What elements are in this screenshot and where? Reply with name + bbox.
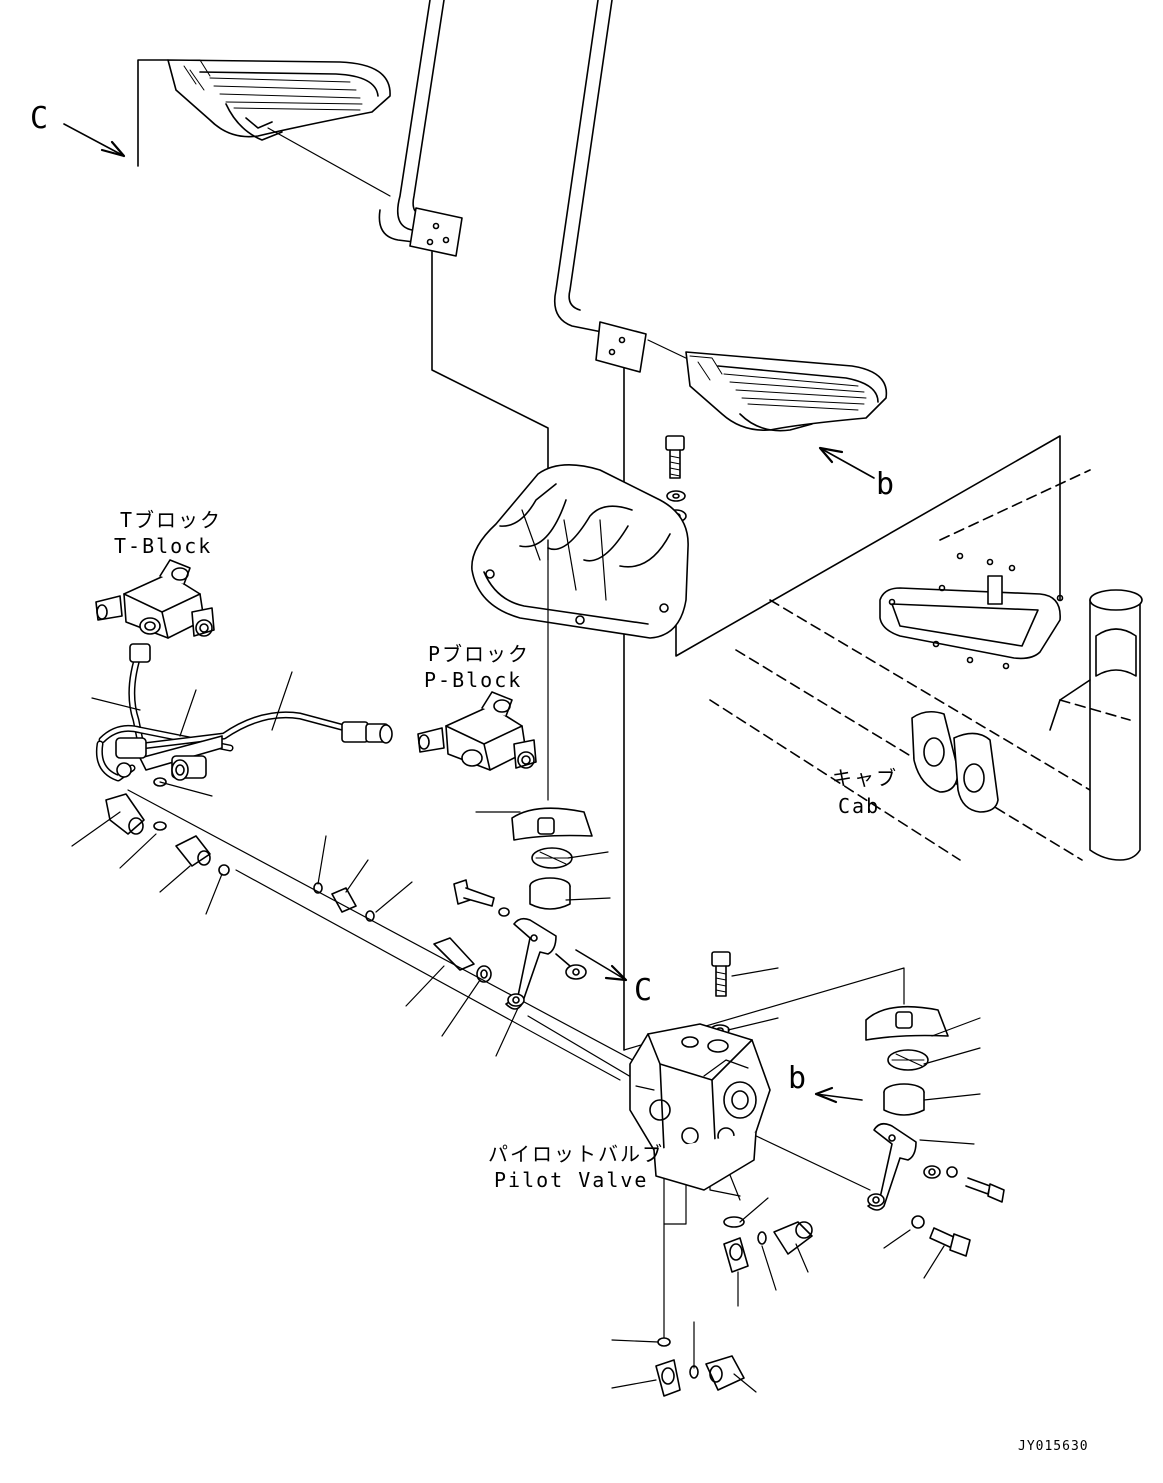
drawing-code: JY015630 — [1018, 1439, 1089, 1454]
fittings-left — [105, 793, 492, 983]
leader-lines — [71, 671, 981, 1393]
connector-lines — [127, 539, 905, 1341]
p-block-label-en: P-Block — [424, 668, 523, 692]
ref-label-c-top: C — [30, 101, 49, 136]
pilot-valve-label-en: Pilot Valve — [494, 1168, 649, 1192]
valve-top-bolt — [710, 951, 731, 1036]
pilot-valve-label-jp: パイロットバルブ — [488, 1142, 664, 1166]
ref-label-b-top: b — [876, 467, 895, 502]
ref-label-c-mid: C — [634, 973, 653, 1008]
t-block — [95, 559, 215, 639]
lever-right — [814, 1086, 1005, 1257]
t-block-label-jp: Tブロック — [120, 508, 223, 532]
cab-label-en: Cab — [838, 794, 881, 818]
stand-pipe-right — [553, 0, 691, 1051]
stand-pipe-left — [267, 0, 549, 541]
lever-left — [453, 879, 628, 1010]
cab-label-jp: キャブ — [832, 766, 898, 790]
boot-stack-left — [511, 807, 593, 910]
pilot-valve — [629, 1023, 771, 1191]
p-block-label-jp: Pブロック — [428, 642, 531, 666]
cab-structure — [709, 469, 1143, 861]
boot-stack-right — [865, 1005, 949, 1116]
fittings-bottom — [655, 1216, 813, 1397]
pedal-left — [167, 59, 391, 141]
hose-assembly — [95, 643, 393, 787]
pedal-right — [685, 351, 888, 432]
ref-c-bracket — [63, 59, 169, 167]
ref-b-top-arrow — [818, 446, 875, 479]
t-block-label-en: T-Block — [114, 534, 213, 558]
ref-label-b-mid: b — [788, 1061, 807, 1096]
pedal-cover — [471, 464, 689, 639]
p-block — [417, 691, 537, 771]
